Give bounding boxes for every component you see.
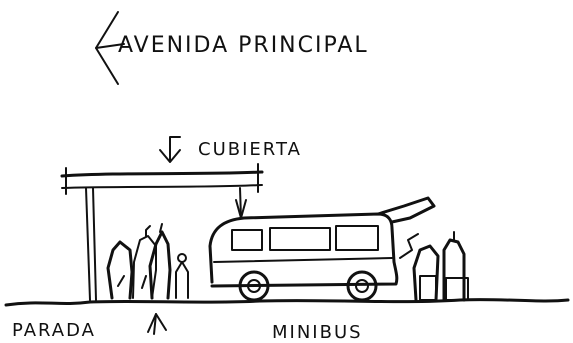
passengers-with-luggage <box>399 231 469 302</box>
avenue-direction-arrow <box>95 11 125 85</box>
ground-line <box>4 298 570 307</box>
avenue-label: AVENIDA PRINCIPAL <box>118 33 369 58</box>
stop-pointer-arrow <box>147 313 167 335</box>
minibus-label: MINIBUS <box>272 322 363 343</box>
roof-label: CUBIERTA <box>198 139 302 160</box>
roof-pointer-arrow <box>159 136 181 163</box>
minibus-drawing <box>208 196 436 302</box>
stop-label: PARADA <box>12 320 96 341</box>
shelter-roof <box>60 163 264 195</box>
waiting-people <box>106 223 189 300</box>
